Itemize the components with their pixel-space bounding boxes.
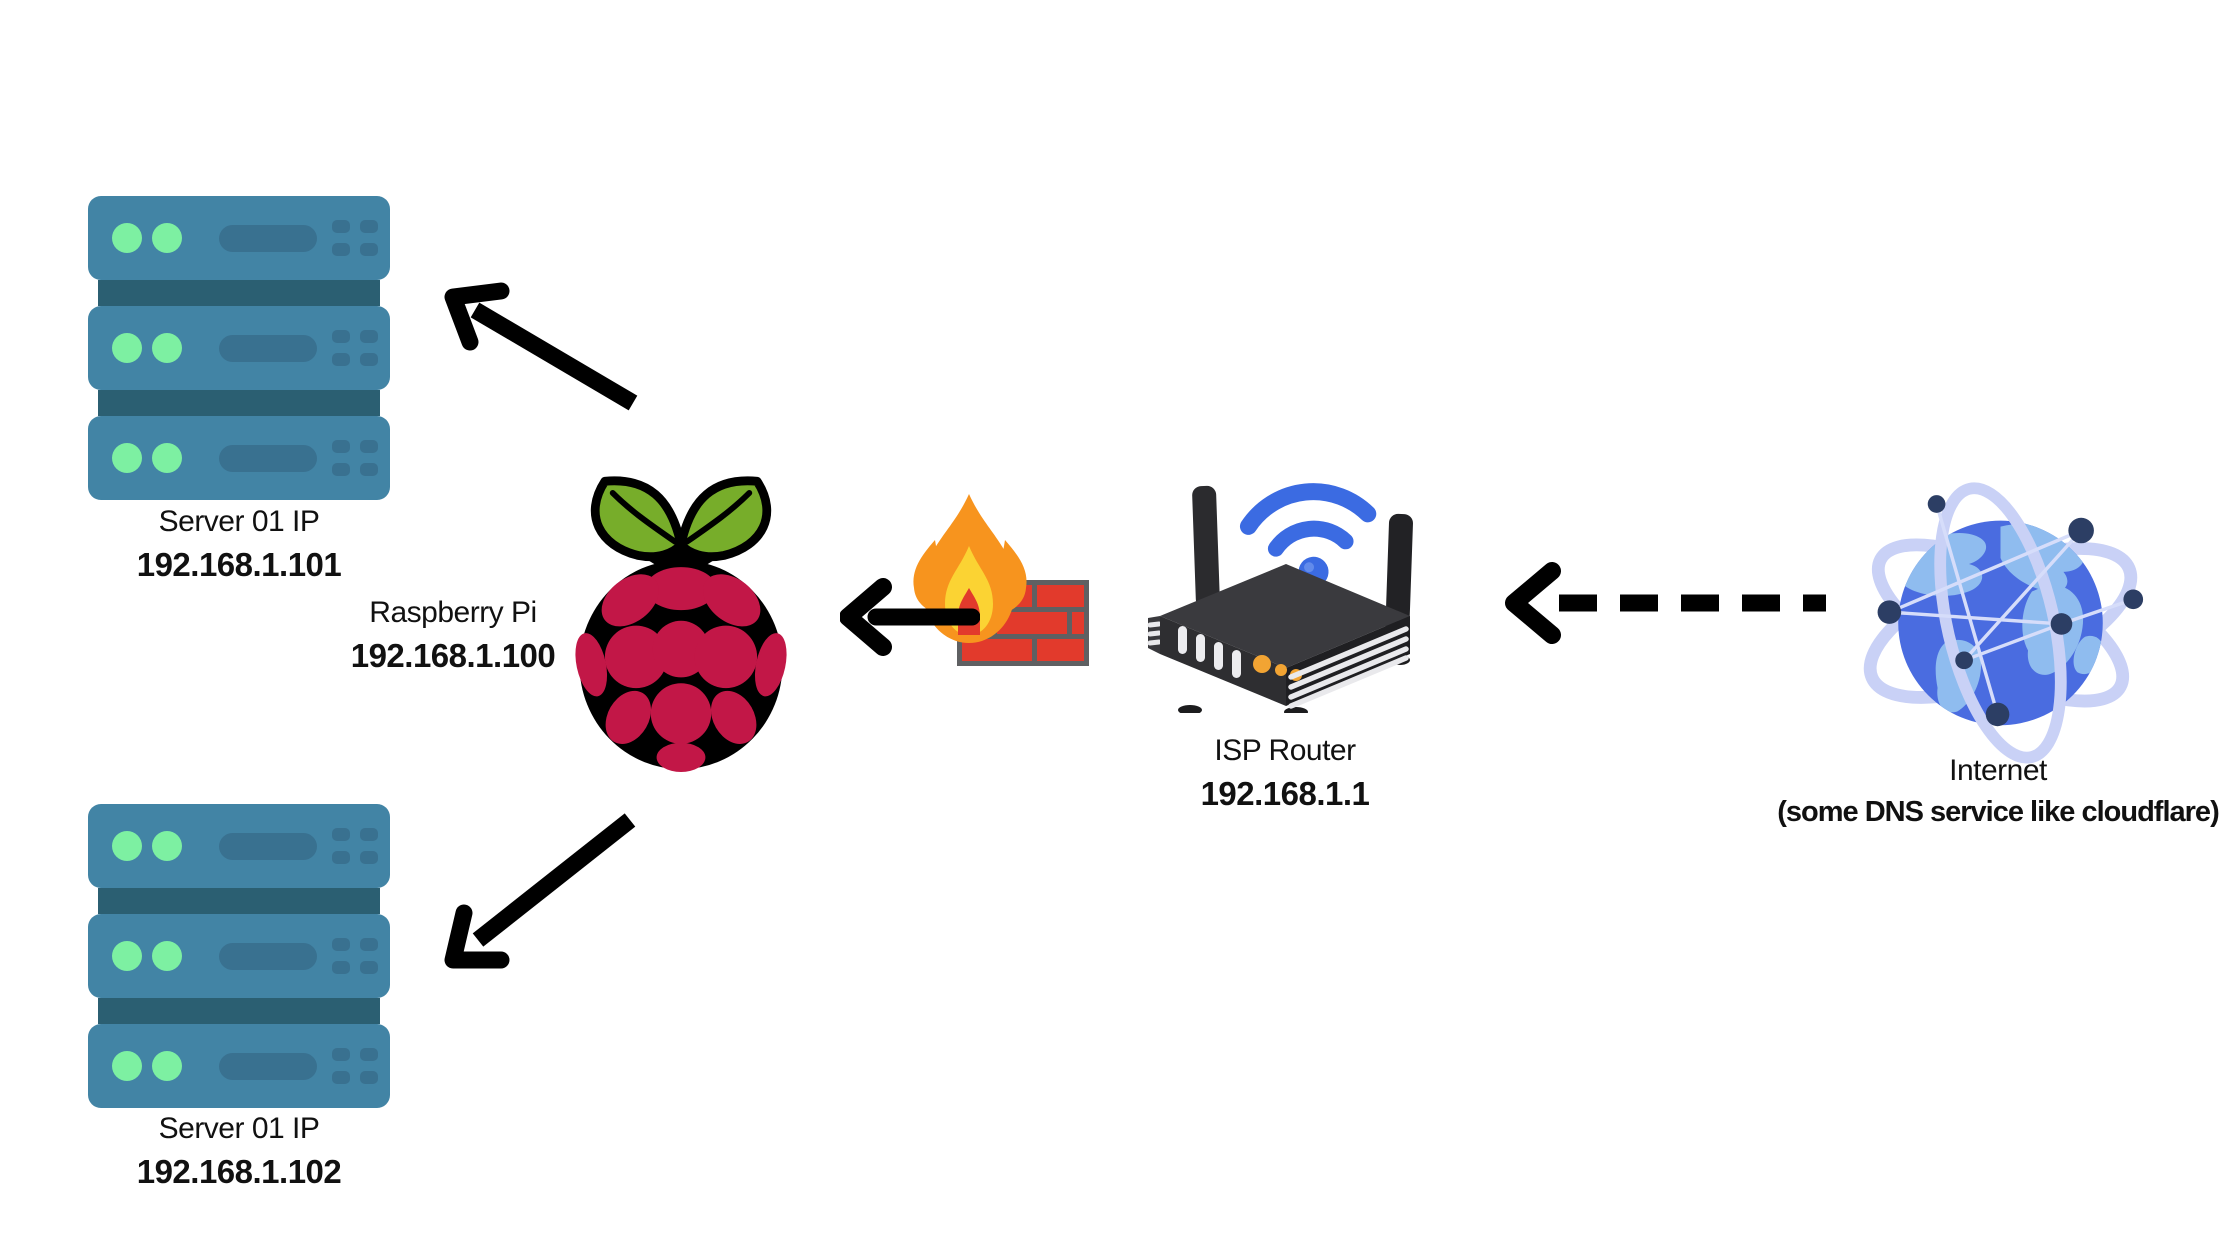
arrow-router-to-pi — [840, 572, 980, 662]
globe-network-icon — [1853, 476, 2148, 764]
server-unit — [88, 914, 390, 998]
raspberry-pi-label: Raspberry Pi 192.168.1.100 — [343, 594, 563, 676]
server-rack-icon-bottom — [88, 804, 390, 1108]
raspberry-pi-icon — [561, 452, 801, 774]
isp-router-name: ISP Router — [1214, 734, 1356, 767]
server-unit — [88, 306, 390, 390]
server-bottom-label: Server 01 IP 192.168.1.102 — [88, 1110, 390, 1192]
server-top-name: Server 01 IP — [158, 505, 320, 538]
server-top-ip: 192.168.1.101 — [136, 545, 342, 583]
server-rack-icon-top — [88, 196, 390, 500]
server-led-icon — [112, 223, 142, 253]
server-drive-slot — [219, 225, 317, 252]
arrow-pi-to-server-bottom — [440, 812, 655, 977]
isp-router-label: ISP Router 192.168.1.1 — [1135, 732, 1435, 814]
wifi-router-icon — [1138, 448, 1433, 713]
raspberry-pi-name: Raspberry Pi — [369, 596, 537, 629]
server-unit — [88, 416, 390, 500]
server-led-icon — [152, 223, 182, 253]
server-bottom-ip: 192.168.1.102 — [136, 1152, 342, 1190]
server-unit — [88, 196, 390, 280]
server-top-label: Server 01 IP 192.168.1.101 — [88, 503, 390, 585]
firewall-icon — [905, 492, 1095, 674]
server-bottom-name: Server 01 IP — [158, 1112, 320, 1145]
internet-label: Internet (some DNS service like cloudfla… — [1738, 752, 2240, 830]
internet-name: Internet — [1949, 754, 2047, 787]
isp-router-ip: 192.168.1.1 — [1200, 774, 1370, 812]
arrow-pi-to-server-top — [435, 278, 650, 423]
arrow-internet-to-router — [1504, 561, 1840, 645]
raspberry-pi-ip: 192.168.1.100 — [350, 636, 556, 674]
server-unit — [88, 1024, 390, 1108]
internet-sublabel: (some DNS service like cloudflare) — [1777, 795, 2219, 828]
server-unit — [88, 804, 390, 888]
